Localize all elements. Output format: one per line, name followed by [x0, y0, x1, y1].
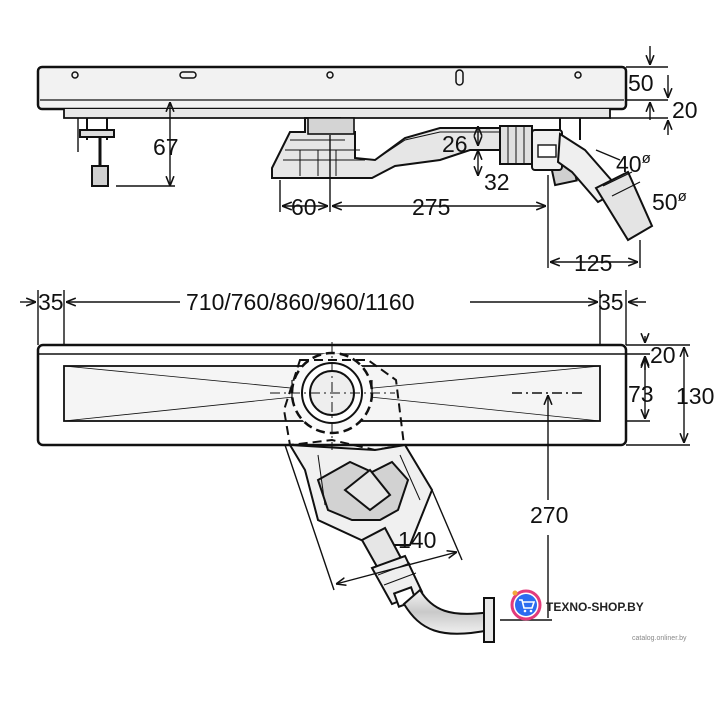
leveling-foot-left	[77, 118, 115, 187]
drain-body-top	[288, 443, 434, 546]
dim-26: 26	[442, 131, 468, 157]
watermark-brand: TEXNO-SHOP.BY	[546, 600, 644, 614]
dim-20: 20	[672, 97, 698, 123]
dim-270: 270	[530, 502, 568, 528]
dim-50-diameter: 50ø	[652, 188, 687, 215]
watermark-sub: catalog.onliner.by	[632, 635, 687, 642]
dim-40-diameter: 40ø	[616, 150, 651, 177]
dim-35-left: 35	[38, 289, 64, 315]
side-view-labels: 50 20 67 26 32 40ø 50ø 60 275 125	[153, 70, 698, 276]
cart-icon	[519, 599, 536, 609]
dim-50: 50	[628, 70, 654, 96]
side-view-dimension-lines	[116, 46, 668, 268]
dim-140: 140	[398, 527, 436, 553]
dim-73: 73	[628, 381, 654, 407]
dim-60: 60	[291, 194, 317, 220]
dim-130: 130	[676, 383, 714, 409]
dim-275: 275	[412, 194, 450, 220]
side-view	[36, 46, 668, 268]
top-view-labels: 35 710/760/860/960/1160 35 20 73 130 270…	[38, 289, 714, 553]
channel-body	[63, 109, 611, 119]
top-view-length-dimension	[20, 290, 646, 345]
watermark: TEXNO-SHOP.BY catalog.onliner.by	[510, 589, 687, 642]
top-view	[20, 290, 690, 643]
dim-32: 32	[484, 169, 510, 195]
dim-channel-lengths: 710/760/860/960/1160	[186, 289, 415, 315]
dim-20-top: 20	[650, 342, 676, 368]
dim-35-right: 35	[598, 289, 624, 315]
dim-67: 67	[153, 134, 179, 160]
dim-125: 125	[574, 250, 612, 276]
